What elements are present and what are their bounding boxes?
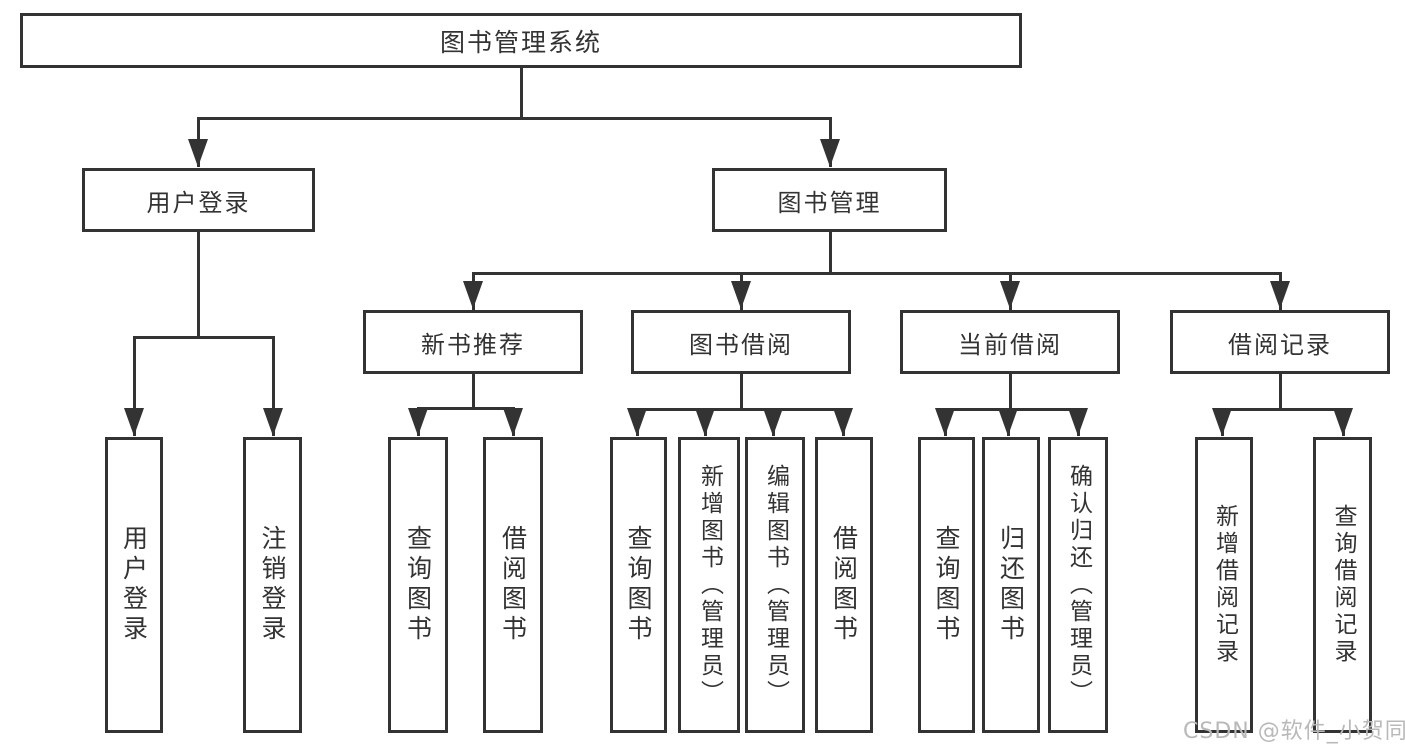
arrowhead-down-icon	[1068, 408, 1088, 436]
connector-line	[472, 272, 1281, 275]
node-current-borrowing: 当前借阅	[900, 310, 1120, 374]
leaf-logout: 注销登录	[243, 437, 302, 733]
node-library-management-system: 图书管理系统	[20, 13, 1022, 68]
leaf-confirm-return-admin: 确认归还（管理员）	[1048, 437, 1108, 733]
leaf-add-borrow-record: 新增借阅记录	[1195, 437, 1253, 733]
connector-line	[197, 232, 200, 339]
connector-line	[829, 232, 832, 274]
arrowhead-down-icon	[763, 408, 783, 436]
arrowhead-down-icon	[503, 408, 523, 436]
connector-line	[636, 408, 845, 411]
leaf-edit-books-admin: 编辑图书（管理员）	[745, 437, 805, 733]
connector-line	[1221, 408, 1345, 411]
arrowhead-down-icon	[1333, 408, 1353, 436]
connector-line	[197, 117, 832, 120]
node-book-borrowing: 图书借阅	[631, 310, 851, 374]
arrowhead-down-icon	[820, 139, 840, 167]
connector-line	[1009, 374, 1012, 409]
arrowhead-down-icon	[731, 281, 751, 309]
watermark: CSDN @软件_小贺同学	[1183, 719, 1405, 744]
leaf-query-borrow-record: 查询借阅记录	[1313, 437, 1372, 733]
connector-line	[472, 374, 475, 408]
arrowhead-down-icon	[408, 408, 428, 436]
arrowhead-down-icon	[263, 408, 283, 436]
leaf-borrow-books: 借阅图书	[815, 437, 873, 733]
leaf-user-login: 用户登录	[105, 437, 163, 733]
connector-line	[417, 407, 515, 410]
arrowhead-down-icon	[188, 139, 208, 167]
arrowhead-down-icon	[627, 408, 647, 436]
arrowhead-down-icon	[1212, 408, 1232, 436]
node-book-management: 图书管理	[712, 168, 947, 232]
leaf-borrow-books-recommend: 借阅图书	[483, 437, 543, 733]
connector-line	[1279, 374, 1282, 409]
connector-line	[740, 374, 743, 409]
node-borrowing-records: 借阅记录	[1170, 310, 1390, 374]
arrowhead-down-icon	[695, 408, 715, 436]
leaf-return-books: 归还图书	[982, 437, 1040, 733]
arrowhead-down-icon	[124, 408, 144, 436]
arrowhead-down-icon	[1270, 281, 1290, 309]
leaf-query-books-recommend: 查询图书	[388, 437, 448, 733]
node-user-login: 用户登录	[82, 168, 315, 232]
arrowhead-down-icon	[1000, 281, 1020, 309]
leaf-query-books-current: 查询图书	[918, 437, 975, 733]
connector-line	[520, 68, 523, 117]
leaf-add-books-admin: 新增图书（管理员）	[678, 437, 740, 733]
arrowhead-down-icon	[463, 281, 483, 309]
node-new-book-recommend: 新书推荐	[363, 310, 583, 374]
arrowhead-down-icon	[833, 408, 853, 436]
leaf-query-books-borrowing: 查询图书	[610, 437, 667, 733]
arrowhead-down-icon	[998, 408, 1018, 436]
connector-line	[133, 336, 275, 339]
arrowhead-down-icon	[935, 408, 955, 436]
connector-line	[133, 336, 136, 436]
connector-line	[272, 336, 275, 436]
